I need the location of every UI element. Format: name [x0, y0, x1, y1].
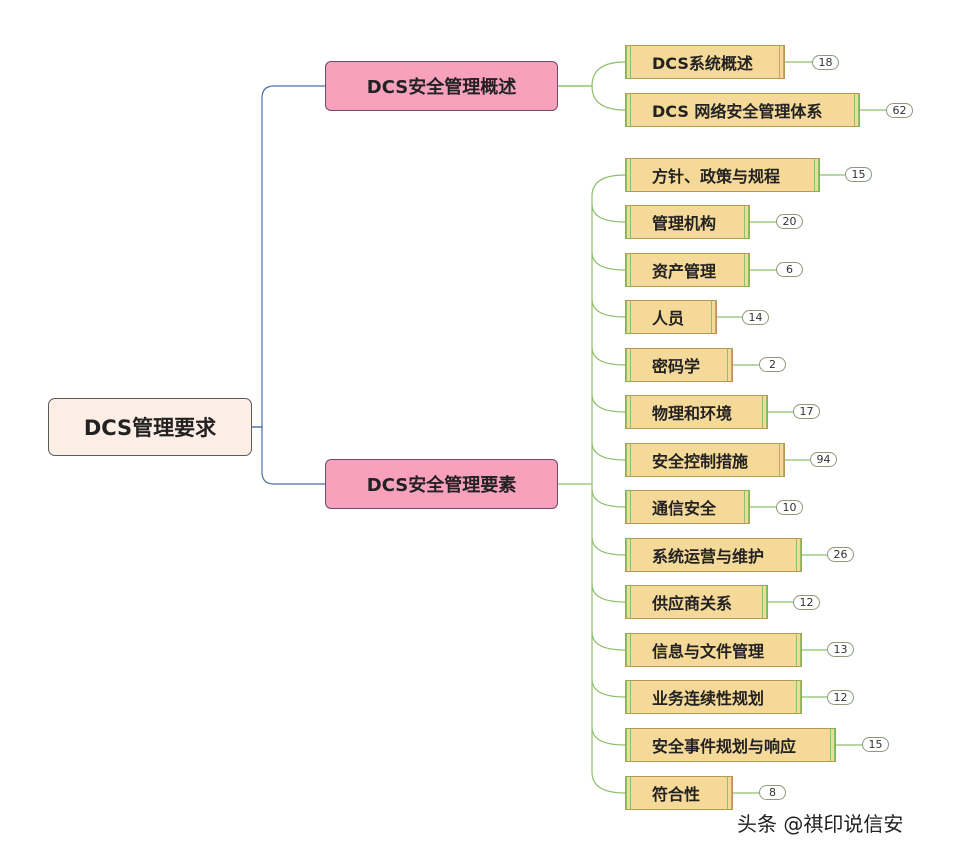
leaf-connector: [591, 726, 626, 746]
leaf-node-policy[interactable]: 方针、政策与规程: [625, 158, 820, 192]
leaf-node-security-controls[interactable]: 安全控制措施: [625, 443, 785, 477]
leaf-node-dcs-security-system[interactable]: DCS 网络安全管理体系: [625, 93, 860, 127]
leaf-node-supplier-relations[interactable]: 供应商关系: [625, 585, 768, 619]
leaf-connector: [591, 488, 626, 508]
leaf-connector: [591, 583, 626, 603]
leaf-node-communication-security[interactable]: 通信安全: [625, 490, 750, 524]
leaf-label: 供应商关系: [652, 594, 733, 613]
leaf-label: 密码学: [652, 357, 701, 376]
leaf-label: 资产管理: [652, 262, 717, 281]
count-badge: 26: [827, 547, 854, 562]
count-badge: 12: [793, 595, 820, 610]
leaf-label: DCS 网络安全管理体系: [652, 102, 823, 121]
leaf-connector: [591, 536, 626, 556]
count-badge: 12: [827, 690, 854, 705]
leaf-node-physical-environment[interactable]: 物理和环境: [625, 395, 768, 429]
watermark: 头条 @祺印说信安: [737, 812, 904, 836]
leaf-connector: [591, 346, 626, 366]
count-badge: 18: [812, 55, 839, 70]
leaf-label: 方针、政策与规程: [652, 167, 781, 186]
count-badge: 15: [845, 167, 872, 182]
leaf-label: 符合性: [652, 785, 701, 804]
leaf-node-personnel[interactable]: 人员: [625, 300, 717, 334]
leaf-label: 人员: [652, 309, 685, 328]
count-badge: 14: [742, 310, 769, 325]
count-badge: 13: [827, 642, 854, 657]
leaf-node-information-documents[interactable]: 信息与文件管理: [625, 633, 802, 667]
leaf-label: 业务连续性规划: [652, 689, 765, 708]
count-badge: 62: [886, 103, 913, 118]
leaf-node-organization[interactable]: 管理机构: [625, 205, 750, 239]
leaf-connector: [591, 631, 626, 651]
count-badge: 10: [776, 500, 803, 515]
count-badge: 94: [810, 452, 837, 467]
branch-node-elements[interactable]: DCS安全管理要素: [325, 459, 558, 509]
leaf-connector: [591, 393, 626, 413]
root-label: DCS管理要求: [83, 416, 217, 440]
leaf-node-compliance[interactable]: 符合性: [625, 776, 733, 810]
leaf-node-dcs-system-overview[interactable]: DCS系统概述: [625, 45, 785, 79]
branch-label: DCS安全管理概述: [366, 77, 517, 98]
leaf-label: 安全控制措施: [652, 452, 749, 471]
leaf-connector: [591, 298, 626, 318]
leaf-label: DCS系统概述: [652, 54, 753, 73]
count-badge: 2: [759, 357, 786, 372]
leaf-label: 管理机构: [652, 214, 717, 233]
branch-node-overview[interactable]: DCS安全管理概述: [325, 61, 558, 111]
count-badge: 20: [776, 214, 803, 229]
leaf-label: 通信安全: [652, 499, 717, 518]
leaf-node-incident-response[interactable]: 安全事件规划与响应: [625, 728, 836, 762]
leaf-node-business-continuity[interactable]: 业务连续性规划: [625, 680, 802, 714]
leaf-node-asset-management[interactable]: 资产管理: [625, 253, 750, 287]
count-badge: 17: [793, 404, 820, 419]
leaf-connector: [591, 441, 626, 461]
branch-label: DCS安全管理要素: [366, 475, 517, 496]
leaf-label: 系统运营与维护: [652, 547, 765, 566]
leaf-node-operations-maintenance[interactable]: 系统运营与维护: [625, 538, 802, 572]
leaf-label: 物理和环境: [652, 404, 733, 423]
leaf-node-cryptography[interactable]: 密码学: [625, 348, 733, 382]
root-node[interactable]: DCS管理要求: [48, 398, 252, 456]
leaf-label: 安全事件规划与响应: [652, 737, 797, 756]
leaf-connector: [591, 251, 626, 271]
count-badge: 8: [759, 785, 786, 800]
leaf-connector: [591, 678, 626, 698]
count-badge: 6: [776, 262, 803, 277]
leaf-connector: [591, 203, 626, 223]
count-badge: 15: [862, 737, 889, 752]
leaf-label: 信息与文件管理: [652, 642, 765, 661]
